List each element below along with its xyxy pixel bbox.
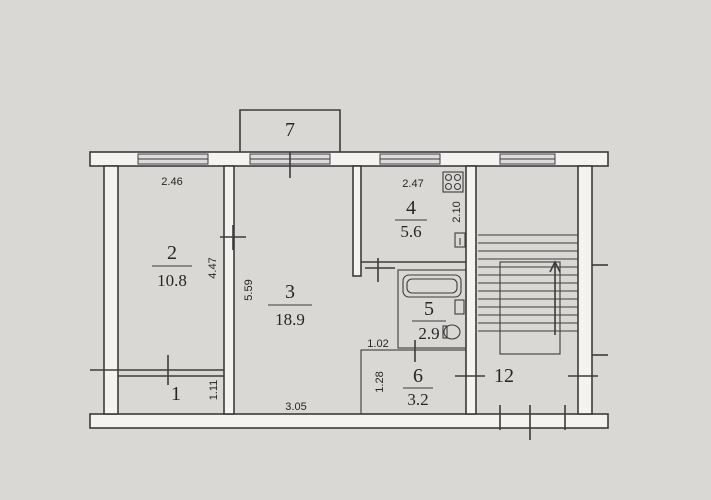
dim-room6-depth: 1.28 — [374, 371, 386, 392]
room-area-5: 2.9 — [418, 324, 439, 343]
interior-walls — [118, 165, 477, 415]
door-marks — [167, 225, 598, 385]
dim-room4-length: 2.10 — [451, 201, 463, 222]
room-area-6: 3.2 — [407, 390, 428, 409]
room-area-4: 5.6 — [400, 222, 421, 241]
outer-wall-left — [90, 165, 119, 415]
room-label-3: 3 — [285, 281, 295, 303]
room-area-3: 18.9 — [275, 310, 305, 329]
toilet-icon — [442, 324, 461, 340]
stove-icon — [442, 171, 464, 193]
dim-room2-width: 2.46 — [161, 176, 182, 188]
room-label-4: 4 — [406, 197, 416, 219]
room-label-7: 7 — [285, 119, 295, 141]
room-label-1: 1 — [171, 383, 181, 405]
room-label-5: 5 — [424, 298, 434, 320]
outer-wall-top — [89, 151, 609, 178]
dim-room2-length: 4.47 — [207, 257, 219, 278]
kitchen-sink-icon — [454, 232, 466, 248]
outer-wall-right — [577, 165, 608, 415]
dim-room6-width: 1.02 — [367, 338, 388, 350]
balcony-outline — [239, 109, 341, 152]
dim-room3-length: 5.59 — [243, 279, 255, 300]
dim-room4-width: 2.47 — [402, 178, 423, 190]
room-label-2: 2 — [167, 242, 177, 264]
room-label-12: 12 — [494, 365, 514, 387]
dim-room1-depth: 1.11 — [208, 380, 220, 401]
bathtub-icon — [402, 274, 462, 298]
room-area-2: 10.8 — [157, 271, 187, 290]
staircase — [478, 234, 578, 355]
room-label-6: 6 — [413, 365, 423, 387]
dim-room3-width: 3.05 — [285, 401, 306, 413]
outer-wall-bottom — [89, 405, 609, 440]
washbasin-icon — [454, 299, 465, 315]
